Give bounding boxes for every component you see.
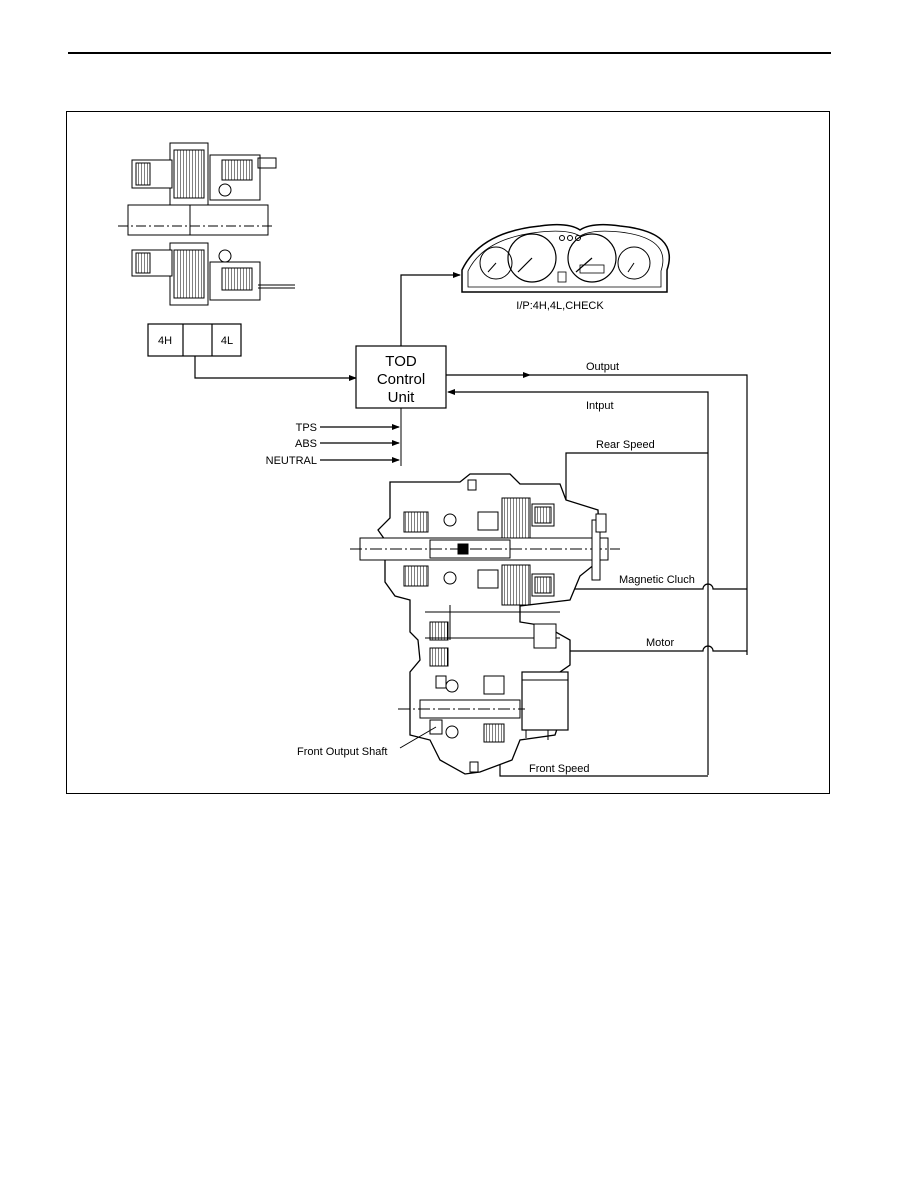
cluster-caption: I/P:4H,4L,CHECK: [516, 300, 604, 312]
motor-line: [570, 645, 747, 652]
magnetic-clutch-label: Magnetic Cluch: [619, 574, 695, 586]
cluster-signal-line: [400, 272, 461, 346]
page-header-rule: [68, 52, 831, 54]
mode-switch-body: [147, 323, 242, 357]
switch-4l-label: 4L: [221, 335, 233, 347]
output-label: Output: [586, 361, 619, 373]
tod-label-line3: Unit: [388, 389, 416, 406]
diagram-frame: [66, 111, 830, 794]
instrument-cluster: [461, 223, 671, 293]
switch-signal-line: [194, 356, 357, 381]
mode-switch[interactable]: 4H 4L: [147, 323, 242, 357]
motor-label: Motor: [646, 637, 674, 649]
rear-speed-label: Rear Speed: [596, 439, 655, 451]
front-output-shaft-pointer: [399, 726, 437, 749]
switch-4h-label: 4H: [158, 335, 172, 347]
tod-label-line1: TOD: [385, 353, 417, 370]
front-speed-label: Front Speed: [529, 763, 590, 775]
tod-label-line2: Control: [377, 371, 425, 388]
abs-label: ABS: [295, 438, 317, 450]
transfer-case-cutaway: [350, 473, 620, 775]
input-line: [540, 391, 709, 775]
neutral-label: NEUTRAL: [266, 455, 317, 467]
transfer-case-cutaway-small: [118, 142, 295, 306]
tod-control-unit: TOD Control Unit: [355, 345, 447, 409]
front-output-shaft-label: Front Output Shaft: [297, 746, 388, 758]
tps-label: TPS: [296, 422, 317, 434]
output-line: [530, 374, 748, 655]
input-label: Intput: [586, 400, 614, 412]
magnetic-clutch-line: [566, 583, 747, 590]
